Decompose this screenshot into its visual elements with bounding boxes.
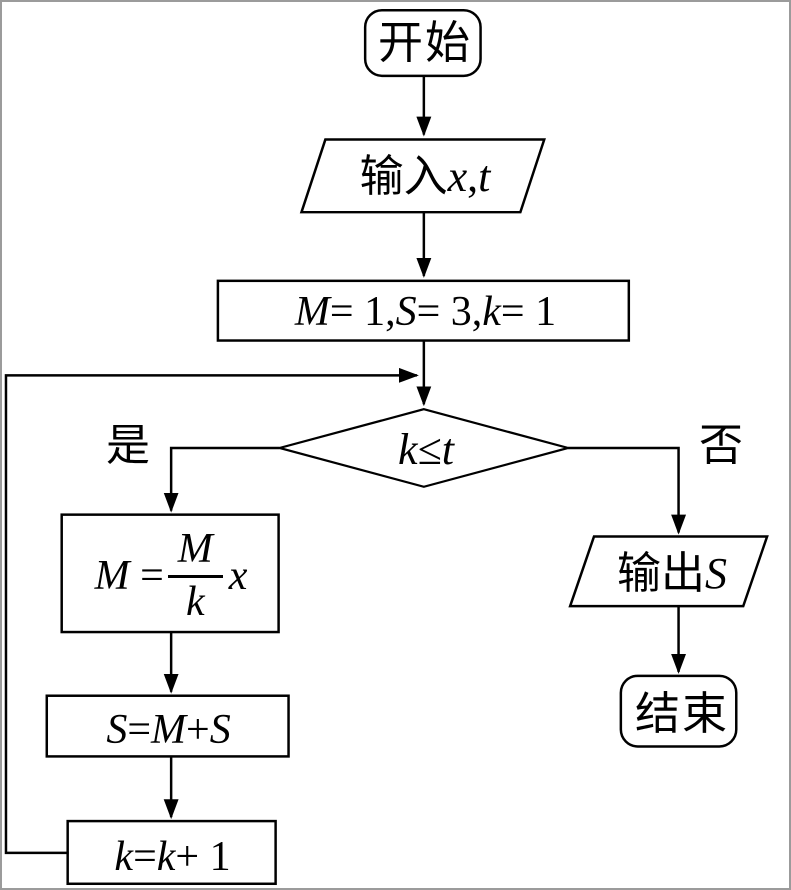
init-node-label: M = 1, S = 3, k = 1 <box>294 289 557 335</box>
edge-condition-yes <box>163 446 280 513</box>
compute-node-label: M = M k x <box>62 517 280 635</box>
fraction-numerator: M <box>167 528 223 578</box>
input-parallelogram-shape <box>299 138 546 214</box>
start-node-label: 开始 <box>377 17 472 68</box>
condition-node-label: k ≤ t <box>398 425 454 474</box>
compute-process-shape <box>60 513 280 634</box>
yes-branch-label: 是 <box>106 421 150 470</box>
sum-node-label: S = M + S <box>106 706 231 753</box>
condition-diamond-shape <box>275 408 573 488</box>
no-branch-label: 否 <box>699 421 743 470</box>
edge-loop-back <box>4 367 419 855</box>
fraction-denominator: k <box>185 579 205 625</box>
output-node-label: 输出 S <box>617 549 727 598</box>
end-terminator-shape <box>619 674 738 748</box>
compute-lhs: M = <box>94 553 164 599</box>
sum-process-shape <box>45 694 290 758</box>
end-node-label: 结束 <box>634 689 729 739</box>
output-parallelogram-shape <box>568 535 769 608</box>
input-node-label: 输入 x, t <box>359 151 491 201</box>
edge-condition-no <box>568 446 687 535</box>
fraction: M k <box>167 528 223 625</box>
compute-rhs: x <box>228 553 248 599</box>
increment-node-label: k = k + 1 <box>114 833 231 880</box>
